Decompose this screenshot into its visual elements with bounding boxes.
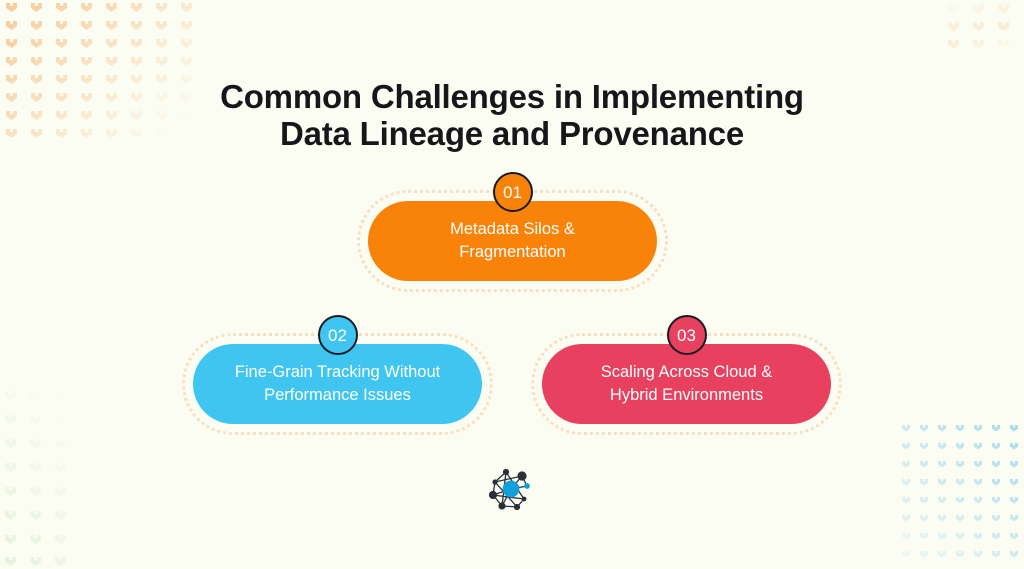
card-number-badge: 02 [317,315,358,355]
card-text-line-1: Metadata Silos & [450,220,575,238]
card-number-badge: 03 [666,315,707,355]
card-text-line-1: Fine-Grain Tracking Without [234,363,441,381]
decorative-dot-pattern-bottom-right [902,425,1018,558]
card-body[interactable]: Metadata Silos & Fragmentation [368,201,657,281]
page-title-line-1: Common Challenges in Implementing [220,78,804,116]
challenge-card-01[interactable]: Metadata Silos & Fragmentation 01 [357,172,668,292]
card-text-line-2: Performance Issues [264,386,411,404]
card-body[interactable]: Fine-Grain Tracking Without Performance … [193,344,482,424]
card-body[interactable]: Scaling Across Cloud & Hybrid Environmen… [542,344,831,424]
challenge-card-03[interactable]: Scaling Across Cloud & Hybrid Environmen… [531,315,842,435]
card-text: Fine-Grain Tracking Without Performance … [217,361,458,407]
decorative-dot-pattern-bottom-left [5,391,66,566]
challenge-card-02[interactable]: Fine-Grain Tracking Without Performance … [182,315,493,435]
card-text: Metadata Silos & Fragmentation [432,218,593,264]
network-graph-logo-icon [488,468,530,511]
card-text-line-2: Fragmentation [459,243,566,261]
card-text-line-1: Scaling Across Cloud & [600,363,773,381]
card-text: Scaling Across Cloud & Hybrid Environmen… [583,361,791,407]
decorative-dot-pattern-top-right [948,4,1009,49]
card-text-line-2: Hybrid Environments [609,386,764,404]
card-number-badge: 01 [492,172,533,212]
page-title: Common Challenges in Implementing Data L… [0,78,1024,152]
page-title-line-2: Data Lineage and Provenance [279,115,745,153]
